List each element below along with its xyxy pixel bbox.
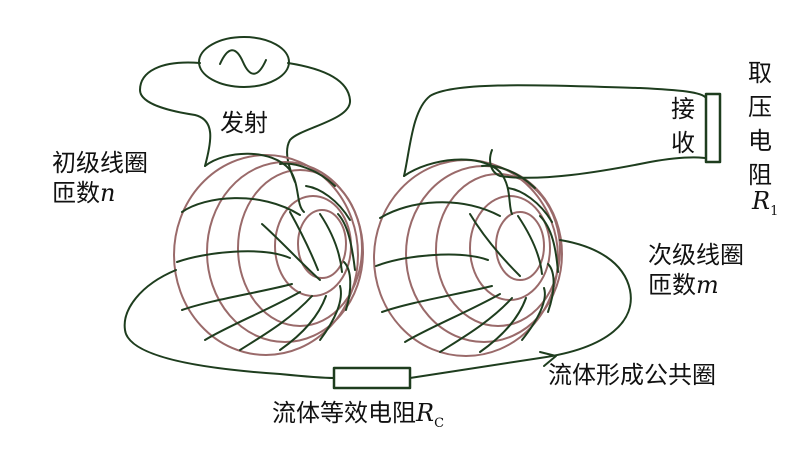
fluid-resistor-label: 流体等效电阻RC xyxy=(272,398,444,433)
r1-label: R1 xyxy=(752,186,778,221)
fluid-loop-path xyxy=(123,269,335,379)
fluid-loop-arrow xyxy=(539,351,557,367)
sampling-resistor-label: 取压电阻 xyxy=(748,59,772,189)
source-lead-left xyxy=(139,61,212,167)
primary-line1: 初级线圈 xyxy=(52,149,148,177)
secondary-turns-var: m xyxy=(696,271,719,299)
sine-wave-icon xyxy=(219,49,267,75)
rc-sub: C xyxy=(434,416,445,431)
secondary-lead-top xyxy=(403,84,707,177)
secondary-lead-right xyxy=(489,149,707,179)
fluid-resistor-prefix: 流体等效电阻 xyxy=(272,399,416,427)
r1-var: R xyxy=(752,187,771,215)
primary-turns-prefix: 匝数 xyxy=(52,179,100,207)
sampling-resistor-r1 xyxy=(704,92,722,164)
r1-sub: 1 xyxy=(770,204,779,219)
secondary-winding xyxy=(375,158,559,353)
fluid-loop-label: 流体形成公共圈 xyxy=(548,361,716,389)
secondary-coil-label: 次级线圈 匝数m xyxy=(648,240,744,300)
receive-label: 接收 xyxy=(671,95,695,157)
rc-var: R xyxy=(416,399,435,427)
primary-turns-var: n xyxy=(100,179,116,207)
secondary-line1: 次级线圈 xyxy=(648,241,744,269)
transmit-label: 发射 xyxy=(220,108,268,138)
fluid-resistor-rc xyxy=(332,366,412,390)
transmit-text: 发射 xyxy=(220,109,268,137)
secondary-line2: 匝数m xyxy=(648,270,744,300)
primary-line2: 匝数n xyxy=(52,178,148,208)
fluid-loop-return xyxy=(409,239,632,379)
secondary-turns-prefix: 匝数 xyxy=(648,271,696,299)
primary-winding xyxy=(176,152,356,351)
primary-coil-label: 初级线圈 匝数n xyxy=(52,148,148,208)
